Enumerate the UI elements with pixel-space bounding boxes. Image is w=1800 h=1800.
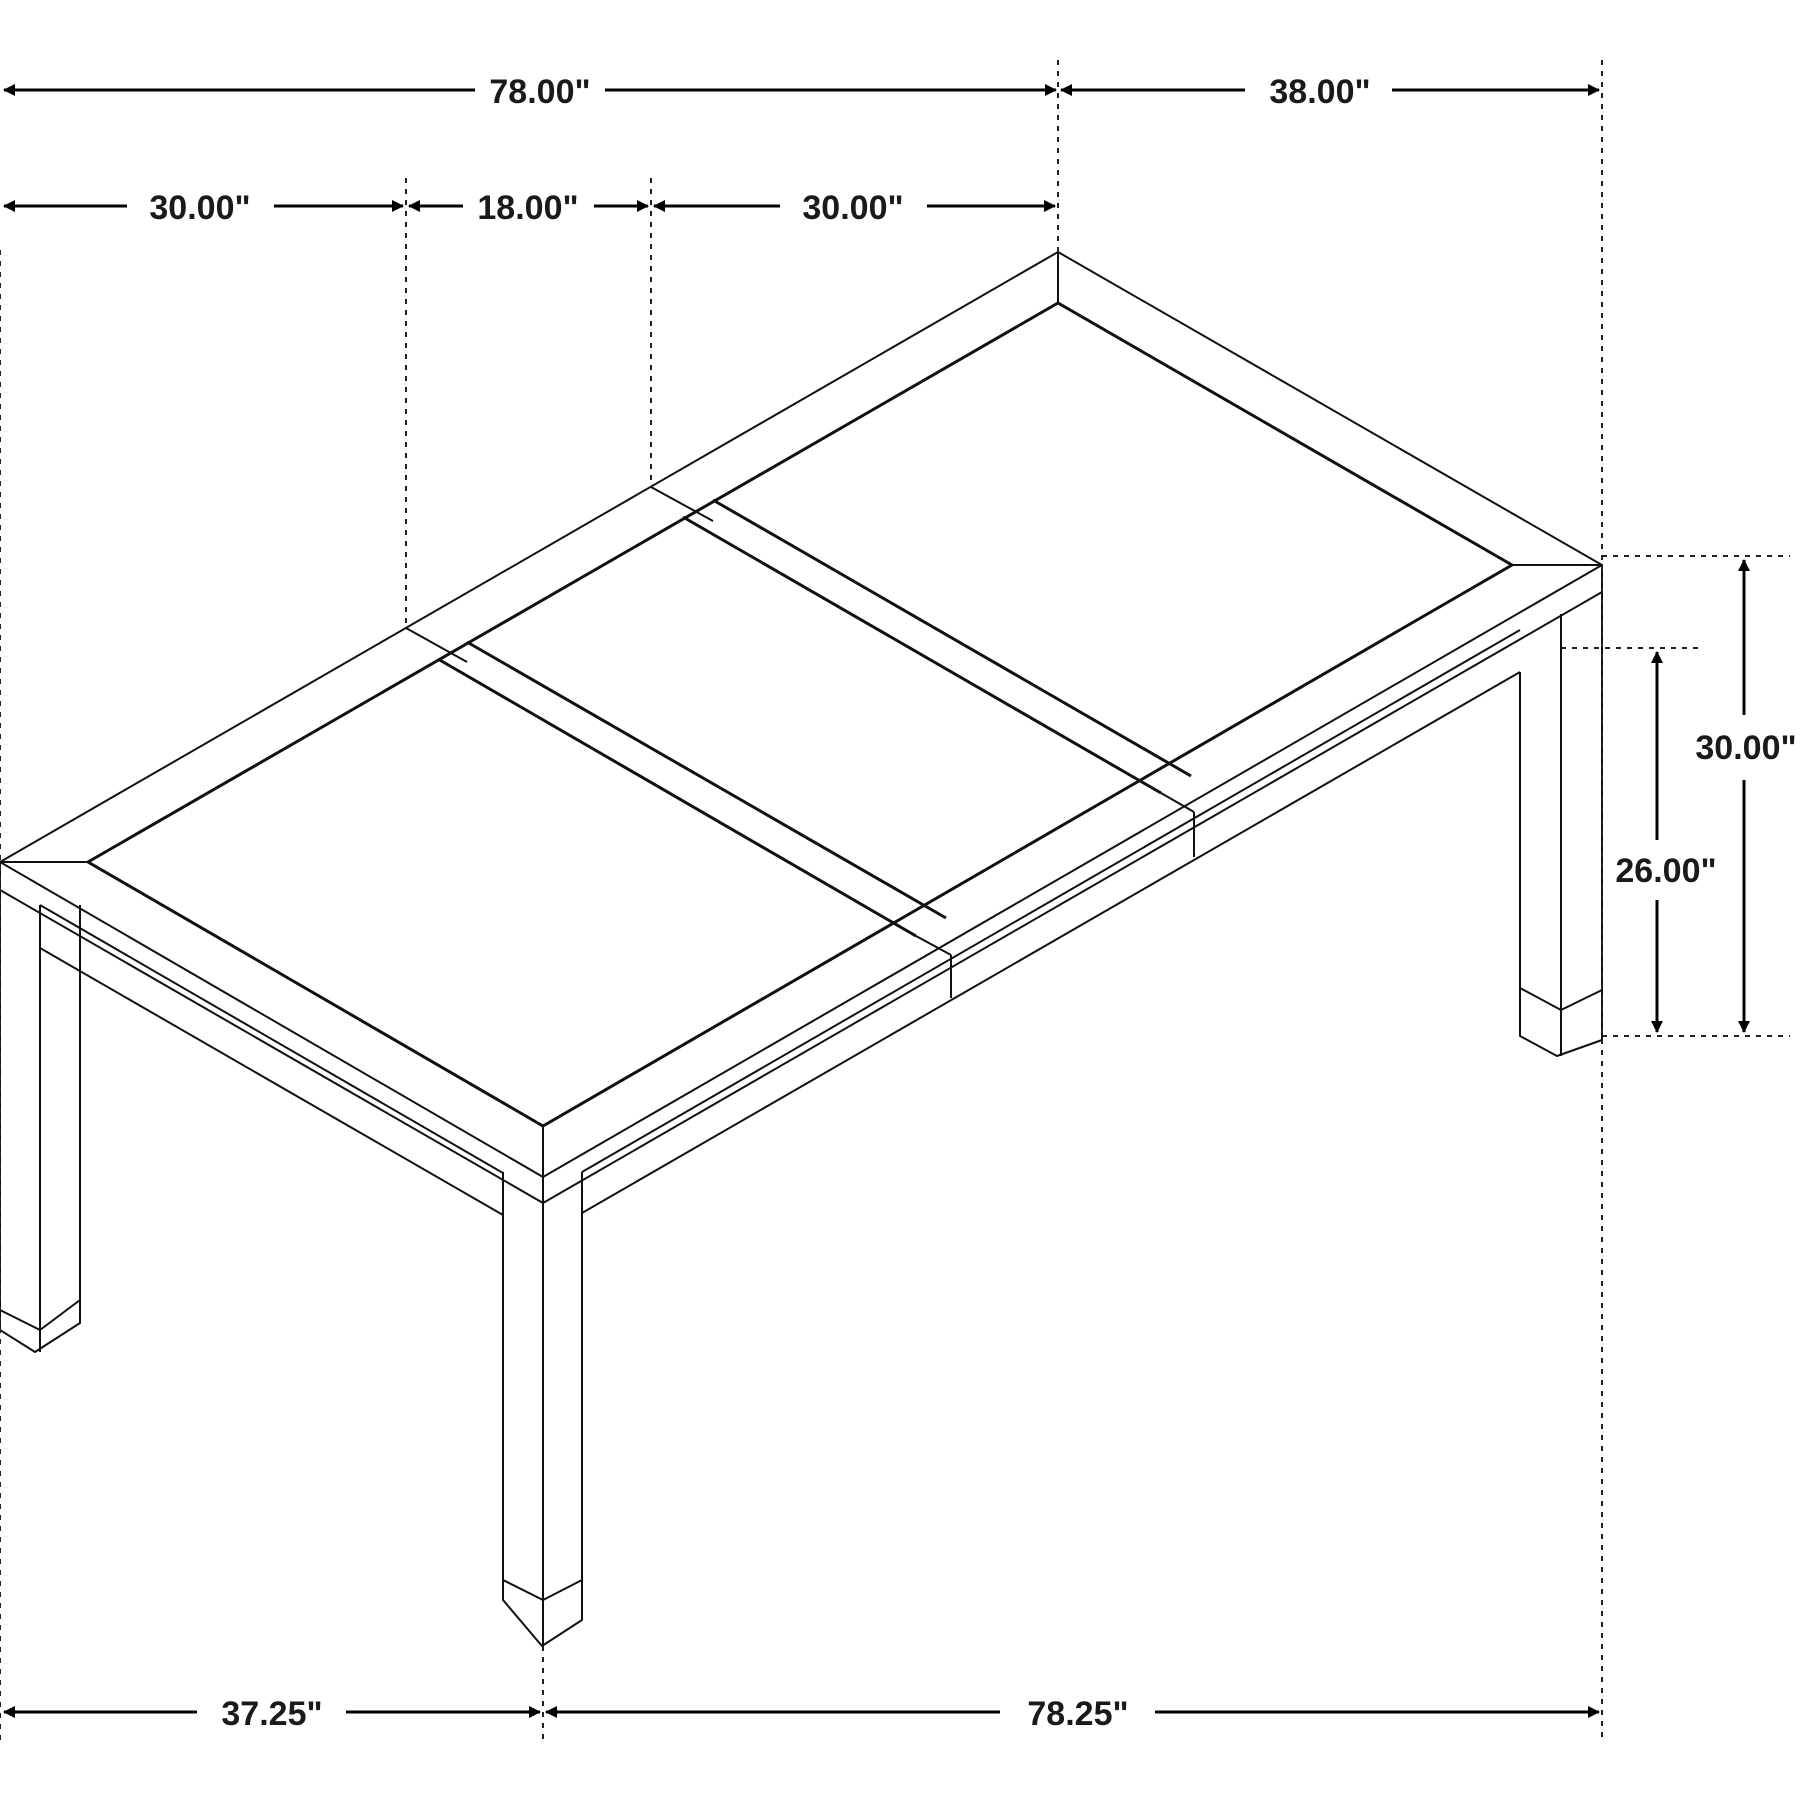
leg-right (1519, 592, 1603, 1057)
dim-base-depth: 37.25" (3, 1695, 541, 1733)
dim-label-total-height: 30.00" (1695, 729, 1796, 767)
dim-apron-height: 26.00" (1615, 651, 1717, 1033)
tabletop-outer-edge (0, 251, 1603, 1178)
dim-top-length: 78.00" (3, 73, 1057, 111)
dim-leaf-right: 30.00" (653, 189, 1056, 227)
dim-label-top-length: 78.00" (489, 73, 590, 111)
tabletop-inner-panel (85, 301, 1515, 1128)
leg-front-corner (502, 1172, 583, 1647)
dim-label-base-depth: 37.25" (221, 1695, 322, 1733)
leaf-seam-left (437, 640, 947, 938)
table-outline (0, 251, 1603, 1647)
dim-label-base-length: 78.25" (1027, 1695, 1128, 1733)
extension-lines (0, 60, 1790, 1745)
leaf-seam-right (682, 498, 1192, 795)
dim-label-leaf-left: 30.00" (149, 189, 250, 227)
leg-left (0, 890, 81, 1353)
dim-leaf-left: 30.00" (3, 189, 404, 227)
dim-label-leaf-center: 18.00" (477, 189, 578, 227)
tabletop-front-edge (0, 565, 1603, 1204)
dim-label-top-width: 38.00" (1269, 73, 1370, 111)
dim-leaf-center: 18.00" (408, 189, 649, 227)
dim-total-height: 30.00" (1695, 559, 1797, 1033)
dim-base-length: 78.25" (545, 1695, 1600, 1733)
dim-top-width: 38.00" (1060, 73, 1600, 111)
dim-label-apron-height: 26.00" (1615, 852, 1716, 890)
apron-left (39, 904, 504, 1174)
apron-front (581, 629, 1521, 1173)
dim-label-leaf-right: 30.00" (802, 189, 903, 227)
